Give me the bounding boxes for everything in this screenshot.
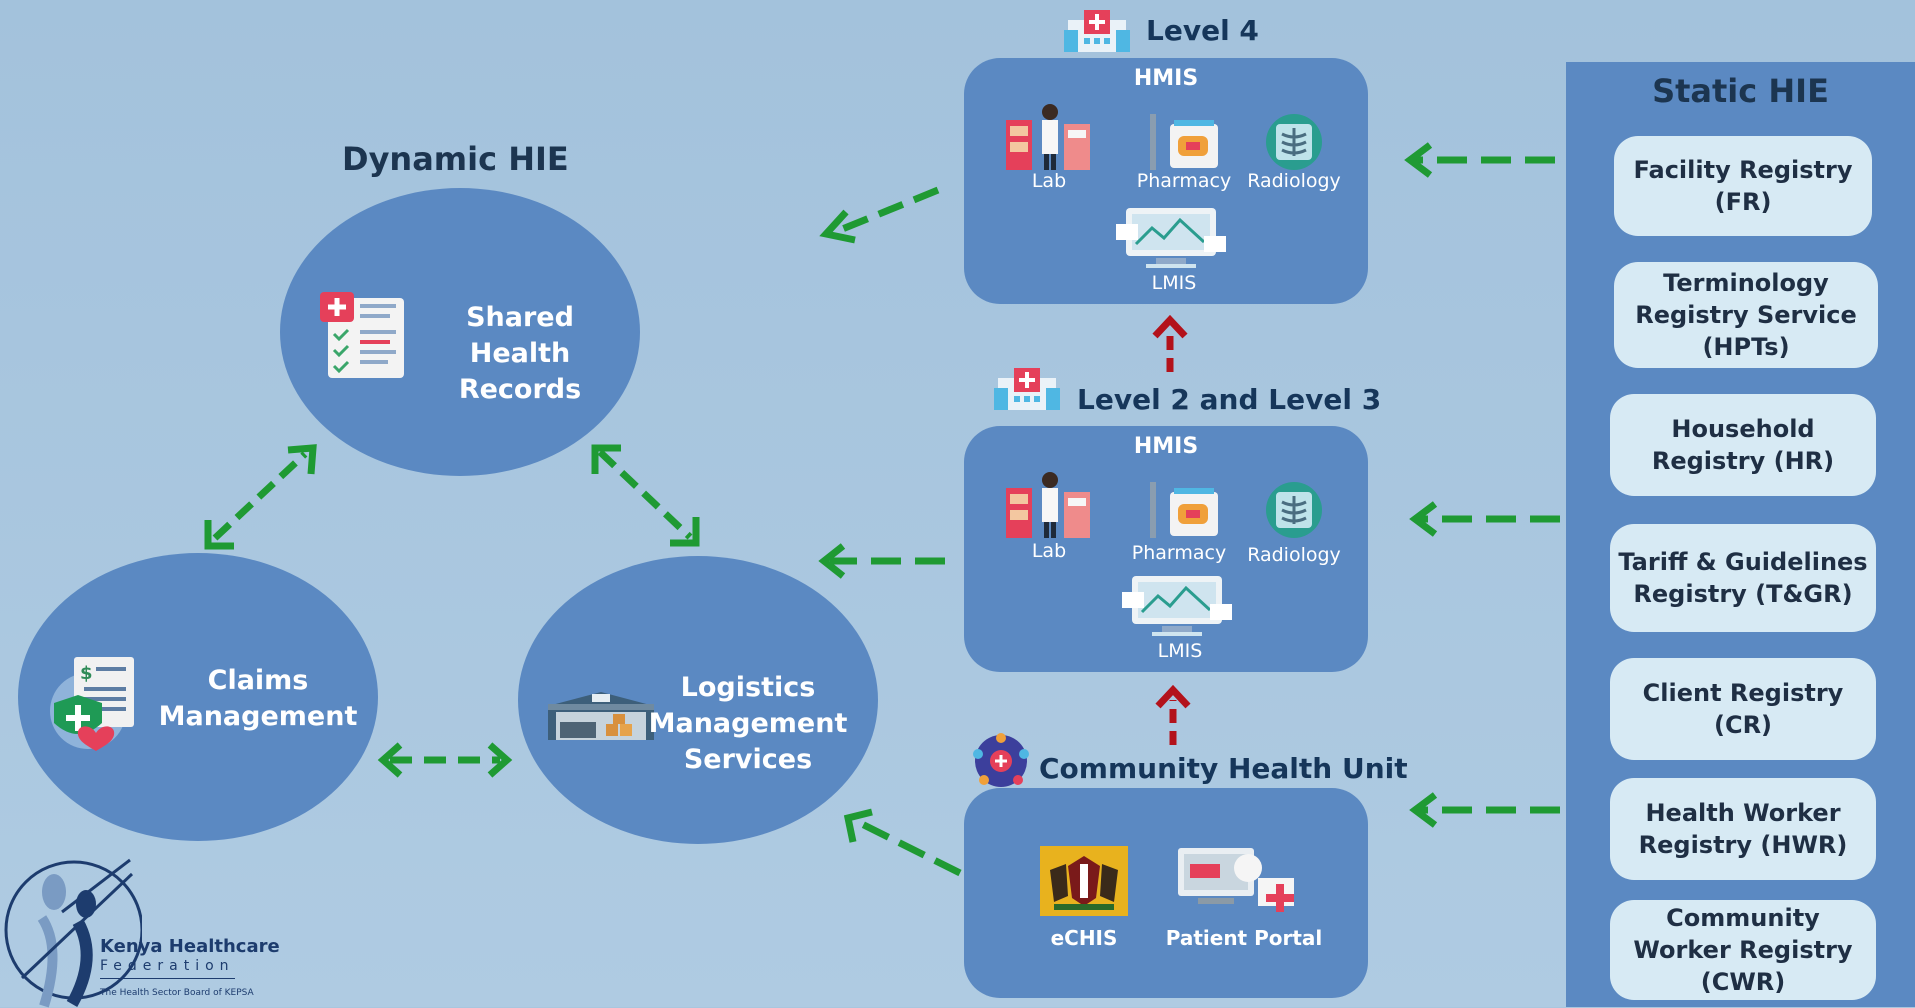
level4-radiology-label: Radiology: [1247, 170, 1341, 192]
lmis-icon: [1122, 576, 1232, 636]
patient-portal-icon: [1178, 848, 1294, 912]
arrowhead-level23: [818, 543, 846, 579]
level4-lab-label: Lab: [1031, 170, 1067, 192]
level4-panel: HMIS Lab Pharmacy Radiology: [964, 58, 1368, 304]
kenya-healthcare-federation-logo-icon: [4, 858, 142, 1008]
lmis-icon: [1116, 208, 1226, 268]
arrowhead-static-chu: [1409, 792, 1438, 828]
level4-hmis: HMIS: [1133, 66, 1199, 91]
chu-panel: eCHIS Patient Portal: [964, 788, 1368, 998]
level23-radiology-label: Radiology: [1247, 544, 1341, 566]
level4-lmis-label: LMIS: [1151, 272, 1197, 294]
level23-title: Level 2 and Level 3: [1077, 383, 1382, 416]
arrowhead-chu: [843, 808, 873, 843]
registry-terminology: Terminology Registry Service (HPTs): [1614, 262, 1878, 368]
claims-management-circle: $ Claims Management: [18, 553, 378, 841]
level4-pharmacy-label: Pharmacy: [1136, 170, 1232, 192]
arrow-level4-dynamic: [838, 186, 940, 234]
claims-icon: $: [50, 657, 134, 751]
level23-lmis-label: LMIS: [1157, 640, 1203, 662]
arrowhead-claims: [204, 520, 234, 550]
registry-health-worker: Health Worker Registry (HWR): [1610, 778, 1876, 880]
logistics-management-label: Logistics Management Services: [648, 672, 848, 775]
static-hie-title: Static HIE: [1652, 72, 1829, 110]
arrowhead-shr-right: [591, 444, 621, 474]
registry-client: Client Registry (CR): [1610, 658, 1876, 760]
logistics-management-circle: Logistics Management Services: [518, 556, 878, 844]
arrow-shr-claims: [212, 451, 308, 541]
arrowhead-static-level23: [1409, 501, 1438, 537]
arrowhead-lms-top: [670, 517, 700, 547]
pharmacy-icon: [1150, 482, 1218, 538]
chu-title: Community Health Unit: [1039, 752, 1408, 785]
registry-community-worker: Community Worker Registry (CWR): [1610, 900, 1876, 1000]
level23-pharmacy-label: Pharmacy: [1131, 542, 1227, 564]
community-icon: [973, 733, 1029, 787]
red-arrowhead-level23: [1155, 684, 1191, 709]
shared-health-records-label: Shared Health Records: [458, 302, 582, 405]
level23-hmis: HMIS: [1133, 434, 1199, 459]
hospital-icon-level23: [994, 368, 1060, 410]
lab-icon: [1006, 472, 1090, 538]
arrow-chu-dynamic: [858, 819, 962, 877]
logo-tagline: The Health Sector Board of KEPSA: [100, 988, 254, 998]
arrowhead-lms-left: [487, 742, 513, 778]
red-arrowhead-level4: [1152, 314, 1188, 339]
echis-label: eCHIS: [1050, 926, 1118, 950]
health-record-icon: [320, 292, 404, 378]
logo-divider: [100, 978, 235, 979]
arrowhead-level4: [819, 209, 856, 244]
logo-name: Kenya Healthcare: [100, 936, 280, 957]
svg-text:$: $: [80, 663, 93, 684]
arrowhead-static-level4: [1404, 142, 1433, 178]
shared-health-records-circle: Shared Health Records: [280, 188, 640, 476]
arrow-shr-lms: [597, 449, 693, 540]
level4-title: Level 4: [1146, 14, 1259, 47]
patient-portal-label: Patient Portal: [1165, 926, 1323, 950]
level23-panel: HMIS Lab Pharmacy Radiology: [964, 426, 1368, 672]
level23-lab-label: Lab: [1031, 540, 1067, 562]
arrowhead-claims-right: [377, 742, 403, 778]
radiology-icon: [1266, 114, 1322, 170]
registry-household: Household Registry (HR): [1610, 394, 1876, 496]
warehouse-icon: [548, 692, 654, 740]
lab-icon: [1006, 104, 1090, 170]
logo-sub: Federation: [100, 958, 235, 974]
hospital-icon-level4: [1064, 10, 1130, 52]
dynamic-hie-title: Dynamic HIE: [342, 140, 569, 178]
kenya-coat-of-arms-icon: [1040, 846, 1128, 916]
registry-facility: Facility Registry (FR): [1614, 136, 1872, 236]
radiology-icon: [1266, 482, 1322, 538]
registry-tariff-guidelines: Tariff & Guidelines Registry (T&GR): [1610, 524, 1876, 632]
arrowhead-shr-left: [287, 444, 317, 475]
claims-management-label: Claims Management: [158, 665, 358, 732]
pharmacy-icon: [1150, 114, 1218, 170]
